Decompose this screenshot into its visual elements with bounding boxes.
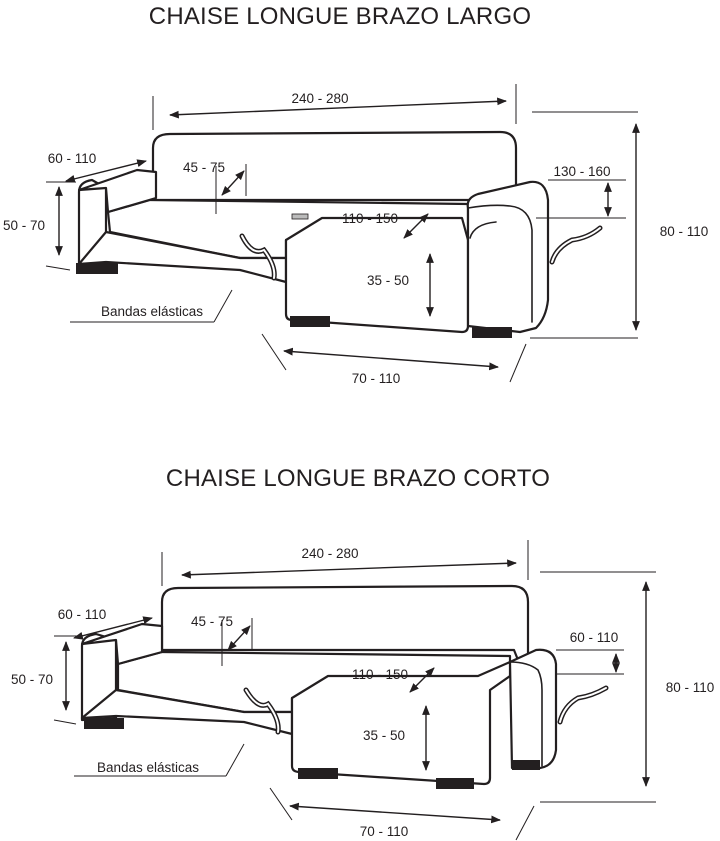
- dim-chaise-width: 70 - 110: [352, 371, 401, 386]
- guide-lines: [53, 540, 656, 841]
- chaise-block: [290, 660, 512, 786]
- label-tag: [291, 213, 309, 220]
- label-elastic-bands: Bandas elásticas: [101, 304, 203, 319]
- sofa-leg: [290, 316, 330, 327]
- diagram-title: CHAISE LONGUE BRAZO LARGO: [149, 3, 531, 30]
- dim-chaise-width: 70 - 110: [360, 824, 409, 839]
- dim-chaise-arm-width: 60 - 110: [570, 630, 619, 645]
- dim-seat-height: 35 - 50: [367, 273, 409, 288]
- dim-seat-depth: 45 - 75: [183, 160, 225, 175]
- diagram-brazo-largo: CHAISE LONGUE BRAZO LARGO: [3, 3, 708, 386]
- dim-chaise-depth: 110 - 150: [352, 667, 408, 682]
- sofa-drawing: [80, 584, 609, 789]
- dim-seat-height: 35 - 50: [363, 728, 405, 743]
- sofa-leg: [436, 778, 474, 789]
- sofa-leg: [84, 718, 124, 729]
- dim-chaise-arm-width: 130 - 160: [553, 164, 610, 179]
- dim-total-height: 80 - 110: [660, 224, 709, 239]
- dim-arm-width: 60 - 110: [48, 151, 97, 166]
- sofa-leg: [472, 327, 512, 338]
- dim-chaise-depth: 110 - 150: [342, 211, 398, 226]
- dim-total-height: 80 - 110: [666, 680, 715, 695]
- dim-seat-depth: 45 - 75: [191, 614, 233, 629]
- label-elastic-bands: Bandas elásticas: [97, 760, 199, 775]
- sofa-leg: [512, 760, 540, 770]
- chaise-short-arm: [508, 648, 558, 770]
- dim-height-left: 50 - 70: [11, 672, 53, 687]
- sofa-leg: [298, 768, 338, 779]
- sofa-backrest: [160, 584, 530, 662]
- dim-width: 240 - 280: [291, 91, 348, 106]
- diagram-title: CHAISE LONGUE BRAZO CORTO: [166, 465, 550, 492]
- dimension-arrows: [62, 559, 650, 824]
- diagram-brazo-corto: CHAISE LONGUE BRAZO CORTO: [11, 465, 715, 841]
- sofa-leg: [76, 263, 118, 274]
- dim-arm-width: 60 - 110: [58, 607, 107, 622]
- dimension-arrows: [55, 97, 640, 371]
- dim-width: 240 - 280: [301, 546, 358, 561]
- chaise-long-arm: [466, 180, 550, 334]
- dim-height-left: 50 - 70: [3, 218, 45, 233]
- elastic-band: [557, 685, 609, 725]
